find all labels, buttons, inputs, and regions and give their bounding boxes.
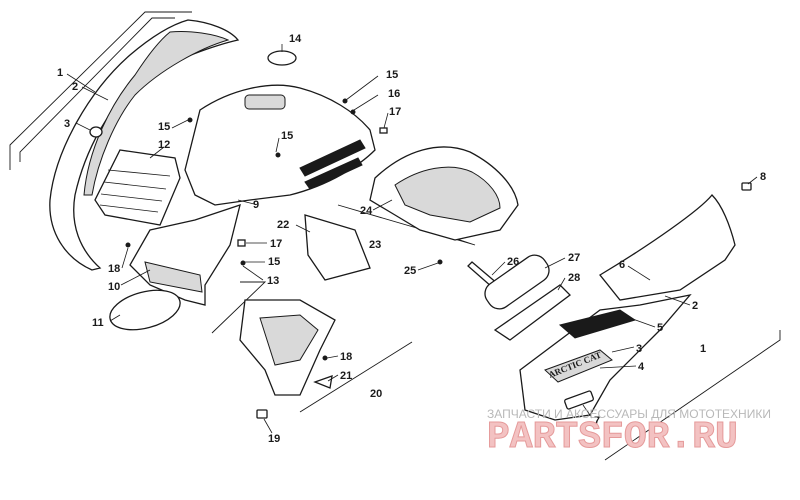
callout-19: 19 (268, 433, 280, 445)
callout-17b: 17 (270, 238, 282, 250)
part-small-fasteners-17-15 (237, 239, 246, 266)
part-fastener-3 (89, 126, 103, 138)
part-bumper-inner (259, 314, 319, 366)
part-hood-fasteners (187, 98, 388, 158)
bracket-group-1-right (604, 330, 781, 461)
part-console-inner (394, 166, 501, 223)
callout-3a: 3 (64, 118, 70, 130)
callout-1b: 1 (700, 343, 706, 355)
callout-18a: 18 (108, 263, 120, 275)
part-hood-vent-stripes (299, 139, 366, 190)
callout-20: 20 (370, 388, 382, 400)
callout-18b: 18 (340, 351, 352, 363)
part-panel-22 (304, 214, 371, 281)
part-vent-12 (94, 149, 181, 226)
callout-28: 28 (568, 272, 580, 284)
callout-10: 10 (108, 281, 120, 293)
bracket-group-2-left (19, 17, 175, 162)
callout-4: 4 (638, 361, 645, 373)
callout-15b: 15 (281, 130, 293, 142)
part-vent-slats (99, 169, 171, 213)
part-screw-25 (437, 259, 443, 265)
callout-11: 11 (92, 317, 104, 329)
part-nose-trim (83, 31, 230, 196)
watermark-caption: ЗАПЧАСТИ И АКСЕССУАРЫ ДЛЯ МОТОТЕХНИКИ (487, 407, 771, 421)
callout-16: 16 (388, 88, 400, 100)
leader-lines (66, 44, 758, 434)
callout-5: 5 (657, 322, 663, 334)
callout-22: 22 (277, 219, 289, 231)
part-nosepan-ridges (144, 261, 203, 293)
callout-14: 14 (289, 33, 302, 45)
callout-21: 21 (340, 370, 352, 382)
part-screw-18a (125, 242, 131, 248)
callout-15a: 15 (158, 121, 170, 133)
callout-8: 8 (760, 171, 766, 183)
callout-7: 7 (594, 415, 600, 427)
callout-2b: 2 (692, 300, 698, 312)
part-headlight-lens-11 (109, 289, 181, 331)
part-clip-21 (313, 375, 333, 389)
callout-26: 26 (507, 256, 519, 268)
watermark-brand: PARTSFOR.RU (487, 416, 738, 459)
callout-12: 12 (158, 139, 170, 151)
callout-15d: 15 (268, 256, 280, 268)
part-windshield-mount (244, 94, 286, 110)
part-clip-8 (741, 182, 752, 191)
part-side-panel-upper-6 (599, 194, 736, 301)
part-gauge-pod-14 (267, 50, 297, 66)
part-screw-18b (322, 355, 328, 361)
part-pad-27 (484, 254, 550, 310)
callout-6: 6 (619, 259, 625, 271)
callout-24: 24 (360, 205, 373, 217)
callout-15c: 15 (386, 69, 398, 81)
callout-9: 9 (253, 199, 259, 211)
bracket-group-1-left (9, 11, 192, 170)
part-clip-19 (256, 409, 268, 419)
part-badge-7 (564, 390, 594, 410)
callout-25: 25 (404, 265, 416, 277)
callout-13: 13 (267, 275, 279, 287)
bracket-group-20-bottom (299, 341, 413, 413)
callout-27: 27 (568, 252, 580, 264)
part-wrap-28 (493, 284, 571, 341)
callout-17a: 17 (389, 106, 401, 118)
callout-23: 23 (369, 239, 381, 251)
callout-1a: 1 (57, 67, 63, 79)
part-side-decal-4 (544, 349, 613, 383)
callout-2a: 2 (72, 81, 78, 93)
callout-3b: 3 (636, 343, 642, 355)
callout-labels: 1 2 3 14 15 15 16 17 15 12 9 24 8 22 23 … (57, 33, 766, 445)
bracket-group-20 (211, 281, 267, 334)
